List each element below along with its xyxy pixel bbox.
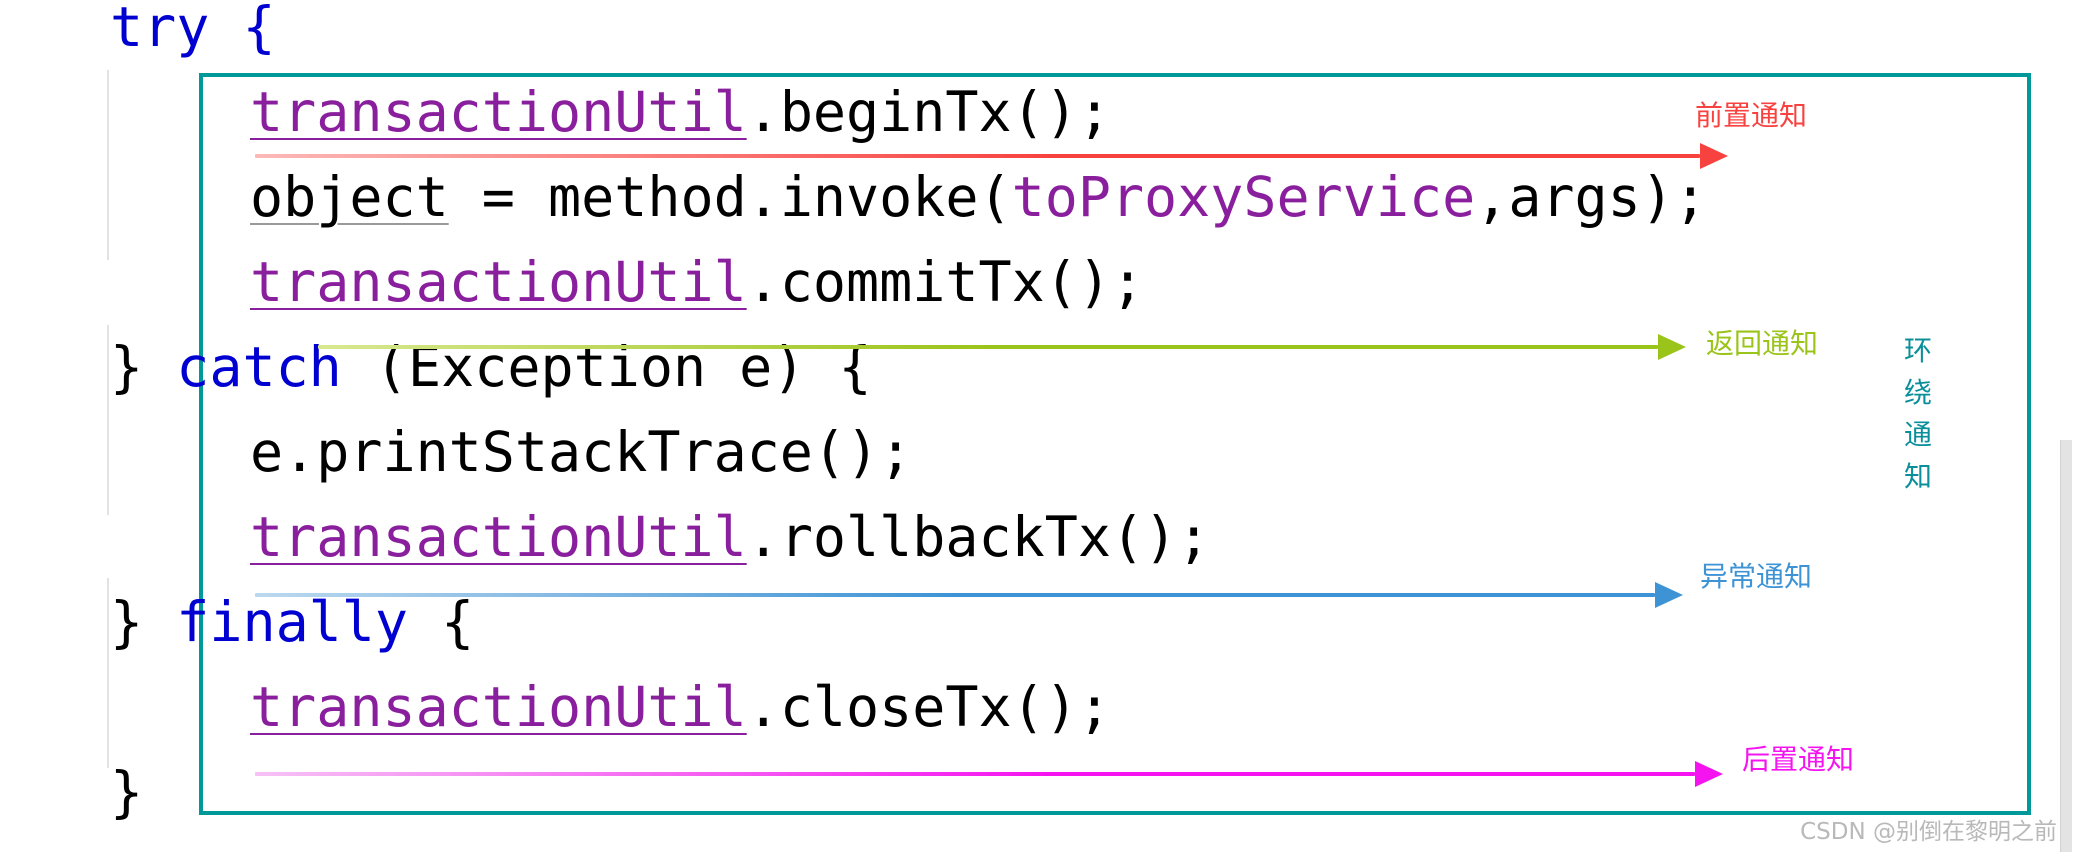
around-advice-box — [199, 73, 2031, 815]
around-advice-char-1: 环 — [1903, 334, 1932, 367]
code-line-invoke: object = method.invoke(toProxyService,ar… — [250, 170, 1707, 225]
after-returning-advice-arrow-head — [1658, 334, 1686, 360]
indent-guide-1 — [107, 70, 109, 260]
identifier-transaction-util: transactionUtil — [250, 505, 747, 569]
code-line-rollbacktx: transactionUtil.rollbackTx(); — [250, 510, 1210, 565]
code-line-try: try { — [110, 0, 276, 55]
after-throwing-advice-label: 异常通知 — [1700, 560, 1813, 593]
keyword-try: try { — [110, 0, 276, 59]
call-rollbacktx: .rollbackTx(); — [746, 505, 1211, 569]
after-returning-advice-label: 返回通知 — [1706, 327, 1819, 360]
code-line-finally: } finally { — [110, 595, 474, 650]
identifier-transaction-util: transactionUtil — [250, 250, 747, 314]
keyword-catch: catch — [176, 335, 342, 399]
identifier-transaction-util: transactionUtil — [250, 80, 747, 144]
call-begintx: .beginTx(); — [746, 80, 1111, 144]
after-advice-label: 后置通知 — [1742, 743, 1855, 776]
call-committx: .commitTx(); — [746, 250, 1145, 314]
identifier-to-proxy-service: toProxyService — [1011, 165, 1476, 229]
brace-close: } — [110, 760, 144, 824]
after-returning-advice-arrow-shaft — [318, 345, 1658, 349]
call-method-invoke: = method.invoke( — [448, 165, 1012, 229]
after-throwing-advice-arrow-shaft — [255, 593, 1655, 597]
around-advice-char-2: 绕 — [1903, 376, 1932, 409]
call-closetx: .closeTx(); — [746, 675, 1111, 739]
after-advice-arrow-head — [1695, 761, 1723, 787]
code-line-catch: } catch (Exception e) { — [110, 340, 872, 395]
code-line-printstacktrace: e.printStackTrace(); — [250, 425, 912, 480]
scrollbar-track[interactable] — [2059, 0, 2075, 852]
scrollbar-thumb[interactable] — [2060, 440, 2072, 852]
around-advice-char-3: 通 — [1903, 418, 1932, 451]
before-advice-arrow-head — [1700, 143, 1728, 169]
indent-guide-3 — [107, 578, 109, 768]
around-advice-char-4: 知 — [1903, 460, 1932, 493]
code-line-end-brace: } — [110, 765, 143, 820]
indent-guide-2 — [107, 325, 109, 515]
finally-brace-open: { — [408, 590, 475, 654]
around-advice-label: 环 绕 通 知 — [1902, 330, 1934, 498]
brace-close: } — [110, 590, 177, 654]
before-advice-label: 前置通知 — [1695, 99, 1808, 132]
after-advice-arrow-shaft — [255, 772, 1695, 776]
watermark: CSDN @别倒在黎明之前 — [1800, 819, 2057, 845]
code-line-committx: transactionUtil.commitTx(); — [250, 255, 1144, 310]
before-advice-arrow-shaft — [255, 154, 1700, 158]
keyword-finally: finally — [176, 590, 409, 654]
identifier-object: object — [250, 165, 449, 229]
code-line-closetx: transactionUtil.closeTx(); — [250, 680, 1111, 735]
code-line-begintx: transactionUtil.beginTx(); — [250, 85, 1111, 140]
after-throwing-advice-arrow-head — [1655, 582, 1683, 608]
invoke-args-tail: ,args); — [1475, 165, 1707, 229]
identifier-transaction-util: transactionUtil — [250, 675, 747, 739]
brace-close: } — [110, 335, 177, 399]
call-printstacktrace: e.printStackTrace(); — [250, 420, 913, 484]
